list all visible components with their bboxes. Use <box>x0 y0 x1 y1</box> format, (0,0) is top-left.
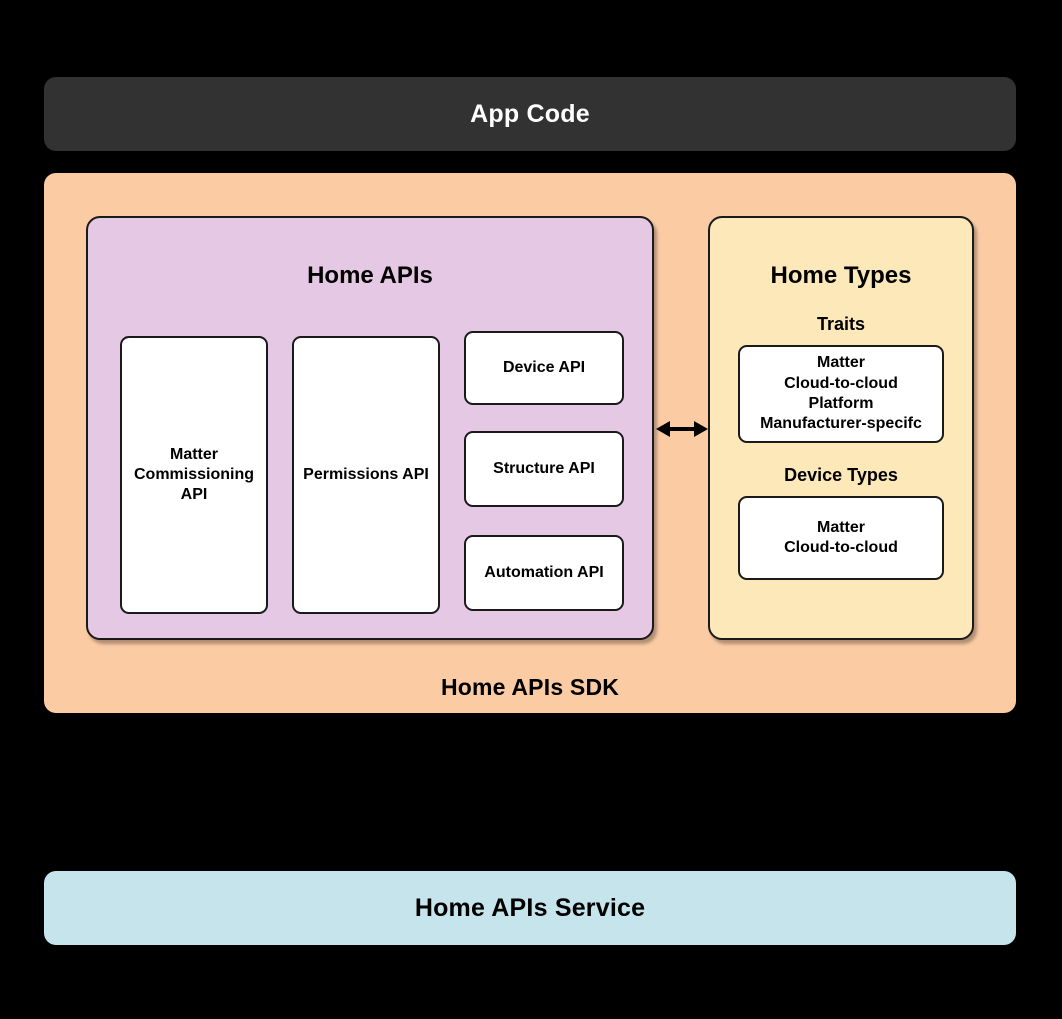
traits-box: Matter Cloud-to-cloud Platform Manufactu… <box>738 345 944 443</box>
api-box-matter-commissioning: Matter Commissioning API <box>120 336 268 614</box>
api-box-device: Device API <box>464 331 624 405</box>
home-apis-service-bar: Home APIs Service <box>44 871 1016 945</box>
home-apis-sdk-caption: Home APIs SDK <box>440 674 620 700</box>
device-types-label: Device Types <box>784 465 898 485</box>
api-box-label: Structure API <box>493 460 595 477</box>
device-types-items: Matter Cloud-to-cloud <box>784 518 898 556</box>
traits-label: Traits <box>816 314 866 334</box>
home-apis-panel: Home APIs Matter Commissioning API Permi… <box>86 216 654 640</box>
bidirectional-arrow-icon <box>656 413 708 445</box>
api-box-permissions: Permissions API <box>292 336 440 614</box>
device-types-box: Matter Cloud-to-cloud <box>738 496 944 580</box>
api-box-automation: Automation API <box>464 535 624 611</box>
home-types-title: Home Types <box>770 262 912 289</box>
home-apis-title: Home APIs <box>307 262 433 289</box>
api-box-label: Matter Commissioning API <box>133 446 254 503</box>
app-code-label: App Code <box>470 99 590 128</box>
app-code-bar: App Code <box>44 77 1016 151</box>
home-apis-sdk-container: Home APIs Matter Commissioning API Permi… <box>44 173 1016 713</box>
api-box-label: Device API <box>502 359 586 376</box>
api-box-label: Automation API <box>484 564 604 581</box>
home-apis-service-label: Home APIs Service <box>414 893 646 922</box>
home-types-panel: Home Types Traits Matter Cloud-to-cloud … <box>708 216 974 640</box>
api-box-structure: Structure API <box>464 431 624 507</box>
traits-items: Matter Cloud-to-cloud Platform Manufactu… <box>760 354 922 433</box>
api-box-label: Permissions API <box>303 466 429 483</box>
